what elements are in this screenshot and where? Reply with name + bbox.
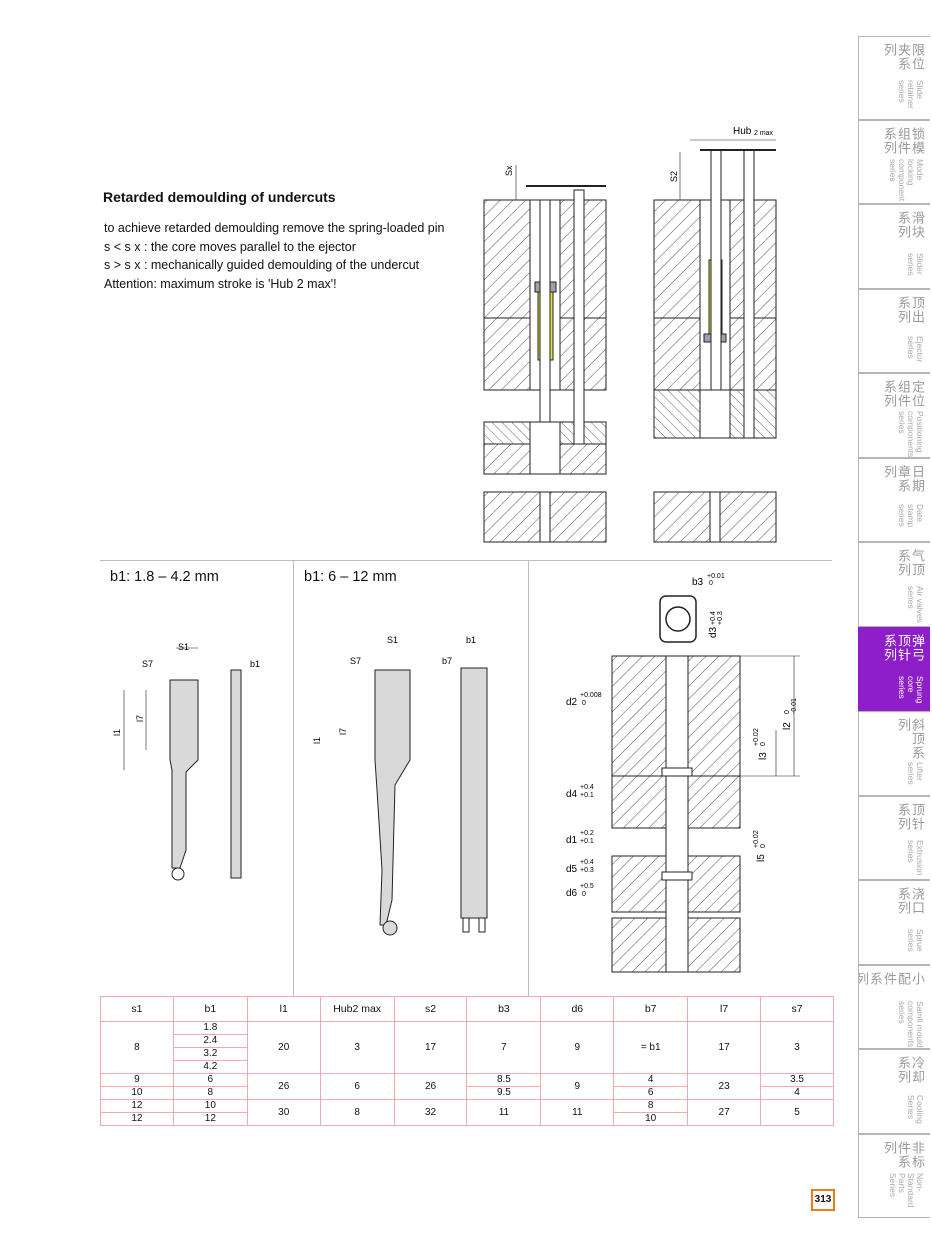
label-b3-tol: +0.01 — [707, 573, 725, 580]
label-l2-tol2: 0 — [784, 710, 791, 714]
label-d2-tol2: 0 — [582, 700, 586, 707]
divider — [528, 560, 529, 996]
label-d1-tol: +0.2 — [580, 830, 594, 837]
label-hub-sub: 2 max — [754, 130, 774, 137]
label-d5-tol: +0.4 — [580, 859, 594, 866]
label-l1: l1 — [312, 737, 322, 744]
table-header: d6 — [540, 996, 615, 1022]
label-d4-tol2: +0.1 — [580, 792, 594, 799]
label-d1-tol2: +0.1 — [580, 838, 594, 845]
label-l5-tol: +0.02 — [753, 830, 760, 848]
description-line: to achieve retarded demoulding remove th… — [104, 221, 445, 235]
label-l7: l7 — [135, 715, 145, 722]
label-sx: Sx — [504, 165, 514, 176]
label-b1: b1 — [250, 659, 260, 669]
table-header: b1 — [172, 996, 248, 1022]
divider — [293, 560, 294, 996]
label-d2: d2 — [566, 697, 578, 708]
label-d4-tol: +0.4 — [580, 784, 594, 791]
label-b3: b3 — [692, 577, 704, 588]
small-core-drawing: S1 S7 b1 l1 l7 — [112, 642, 260, 881]
label-d4: d4 — [566, 789, 578, 800]
table-row: 9 6 26 6 26 8.5 9 4 23 3.5 — [100, 1073, 834, 1100]
label-d5-tol2: +0.3 — [580, 867, 594, 874]
label-d5: d5 — [566, 864, 578, 875]
description: to achieve retarded demoulding remove th… — [104, 219, 445, 293]
table-header: l1 — [246, 996, 321, 1022]
table-header: l7 — [687, 996, 762, 1022]
description-line: s < s x : the core moves parallel to the… — [104, 239, 356, 254]
table-header: s1 — [100, 996, 174, 1022]
label-l5: l5 — [756, 854, 767, 862]
label-s1: S1 — [178, 642, 189, 652]
label-b3-tol2: 0 — [709, 580, 713, 587]
table-header-row: s1 b1 l1 Hub2 max s2 b3 d6 b7 l7 s7 — [100, 996, 834, 1022]
label-l7: l7 — [338, 728, 348, 735]
label-l2: l2 — [782, 722, 793, 730]
table-row: 12 12 10 — [100, 1112, 834, 1126]
label-b1: b1 — [466, 635, 476, 645]
label-l3-tol: +0.02 — [753, 728, 760, 746]
table-header: b3 — [466, 996, 542, 1022]
label-d3-tol: +0.3 — [717, 611, 724, 625]
table-header: b7 — [613, 996, 689, 1022]
label-d3: d3 — [708, 626, 719, 638]
table-header: Hub2 max — [319, 996, 395, 1022]
label-d6-tol: +0.5 — [580, 883, 594, 890]
label-hub: Hub — [733, 126, 752, 137]
table-row: 8 1.8 20 3 17 7 9 = b1 17 3 — [100, 1021, 834, 1074]
spec-table: s1 b1 l1 Hub2 max s2 b3 d6 b7 l7 s7 8 1.… — [100, 996, 834, 1126]
label-s7: S7 — [350, 656, 361, 666]
label-l1: l1 — [112, 729, 122, 736]
table-row: 10 8 9.5 6 4 — [100, 1086, 834, 1100]
label-s1: S1 — [387, 635, 398, 645]
divider — [100, 560, 832, 561]
label-d1: d1 — [566, 835, 578, 846]
label-b7: b7 — [442, 656, 452, 666]
label-l5-tol2: 0 — [760, 844, 767, 848]
large-core-drawing: S1 S7 b1 b7 l1 l7 — [312, 635, 488, 936]
panel-title-small: b1: 1.8 – 4.2 mm — [110, 569, 219, 585]
label-l3-tol2: 0 — [760, 742, 767, 746]
description-line: Attention: maximum stroke is 'Hub 2 max'… — [104, 276, 337, 291]
label-l2-tol: -0.01 — [791, 698, 798, 714]
top-mould-drawing: Sx S2 Hub 2 max — [483, 126, 777, 543]
label-l3: l3 — [758, 752, 769, 760]
table-header: s7 — [760, 996, 834, 1022]
label-s7: S7 — [142, 659, 153, 669]
description-line: s > s x : mechanically guided demoulding… — [104, 258, 420, 272]
page-number: 313 — [811, 1189, 835, 1211]
label-d6: d6 — [566, 888, 578, 899]
label-s2: S2 — [669, 171, 679, 182]
section-heading: Retarded demoulding of undercuts — [103, 189, 336, 205]
installation-drawing: b3 +0.01 0 d3 +0.3 +0.4 d2 +0.008 0 d4 +… — [566, 573, 800, 973]
label-d6-tol2: 0 — [582, 891, 586, 898]
label-d3-tol2: +0.4 — [710, 611, 717, 625]
panel-title-large: b1: 6 – 12 mm — [304, 569, 397, 585]
label-d2-tol: +0.008 — [580, 692, 602, 699]
table-header: s2 — [393, 996, 468, 1022]
table-row: 12 10 30 8 32 11 11 8 27 5 — [100, 1099, 834, 1126]
